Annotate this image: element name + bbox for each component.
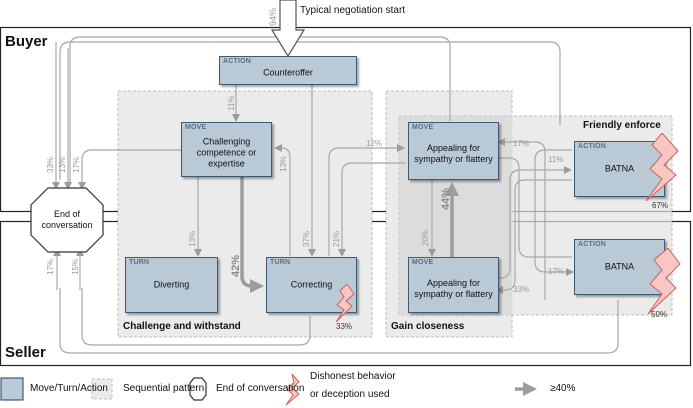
legend-box-swatch <box>0 377 24 401</box>
node-appealing-buyer[interactable]: MOVE Appealing for sympathy or flattery <box>408 122 499 180</box>
edge-appealing-to-batna-buyer <box>498 166 572 279</box>
pattern-enforce-label: Friendly enforce <box>583 120 661 131</box>
pct-appealing-to-batna-buyer: 11% <box>548 155 564 164</box>
pct-correcting-to-challenging: 13% <box>279 155 288 172</box>
edge-to-appealing-buyer-12 <box>328 144 405 256</box>
node-label: Correcting <box>290 279 333 290</box>
legend-pattern-swatch <box>91 378 113 400</box>
legend-end-swatch <box>189 377 207 401</box>
edge-to-batna-seller <box>534 149 574 276</box>
dishonest-lightning-icon <box>647 248 681 314</box>
pct-seller-to-end-17: 17% <box>46 258 55 275</box>
legend-end-label: End of conversation <box>216 383 305 394</box>
legend-box-label: Move/Turn/Action <box>30 383 108 394</box>
pct-to-end-33: 33% <box>46 156 55 173</box>
edge-batna-to-appealing-buyer <box>497 138 546 300</box>
legend-lightning-icon <box>285 373 300 406</box>
batna-buyer-dishonest-pct: 67% <box>652 201 669 210</box>
node-challenging[interactable]: MOVE Challenging competence or expertise <box>181 122 272 177</box>
pct-appealing-to-correcting: 21% <box>332 230 341 247</box>
edge-batna-to-end-loop <box>59 41 561 180</box>
node-label: BATNA <box>604 261 635 272</box>
dishonest-lightning-icon <box>645 133 679 201</box>
pct-appealing-buyer-to-seller: 20% <box>421 229 430 246</box>
pct-counteroffer-to-challenging: 11% <box>227 95 236 111</box>
edge-appealing-to-end-loop <box>69 36 451 185</box>
node-label: BATNA <box>604 163 635 174</box>
node-label: Challenging competence or expertise <box>196 136 257 169</box>
start-arrow <box>270 0 306 58</box>
end-node-label: End of conversation <box>41 209 93 230</box>
pattern-closeness-label: Gain closeness <box>391 321 465 332</box>
batna-seller-dishonest-pct: 50% <box>651 310 668 319</box>
edge-appealing-to-batna-seller-loop <box>497 157 572 258</box>
node-counteroffer[interactable]: ACTION Counteroffer <box>219 56 357 85</box>
pct-to-batna-seller: 17% <box>548 267 565 276</box>
start-pct: 94% <box>268 7 278 26</box>
node-label: Appealing for sympathy or flattery <box>414 142 493 164</box>
pct-challenging-to-correcting: 42% <box>230 254 242 277</box>
node-kind: ACTION <box>223 58 252 65</box>
pct-challenging-to-diverting: 13% <box>188 230 197 247</box>
edge-correcting-to-challenging <box>274 144 291 256</box>
node-kind: TURN <box>129 259 150 266</box>
correcting-dishonest-pct: 33% <box>336 322 353 331</box>
node-kind: TURN <box>270 259 291 266</box>
node-appealing-seller[interactable]: MOVE Appealing for sympathy or flattery <box>408 257 499 313</box>
pct-counteroffer-to-correcting: 37% <box>302 230 311 247</box>
node-diverting[interactable]: TURN Diverting <box>125 257 218 313</box>
legend-pattern-label: Sequential pattern <box>123 383 205 394</box>
edge-seller-end-loop <box>59 288 619 354</box>
node-kind: MOVE <box>412 259 434 266</box>
edge-challenging-to-correcting <box>240 176 264 293</box>
edge-appealing-to-correcting <box>338 162 406 257</box>
node-label: Appealing for sympathy or flattery <box>414 278 493 300</box>
edge-challenging-to-end <box>78 149 181 190</box>
node-kind: MOVE <box>412 124 434 131</box>
pct-batna-to-appealing-buyer: 17% <box>513 139 530 148</box>
legend-strong-label: ≥40% <box>550 383 576 394</box>
legend-dishonest-label-2: or deception used <box>310 389 390 400</box>
buyer-lane-title: Buyer <box>5 33 48 50</box>
edge-to-appealing-seller <box>495 179 572 294</box>
pct-to-end-13: 13% <box>58 156 67 173</box>
start-label: Typical negotiation start <box>300 5 406 16</box>
node-label: Diverting <box>153 279 190 290</box>
legend-dishonest-label-1: Dishonest behavior <box>310 371 396 382</box>
pct-to-appealing-seller: 33% <box>513 285 530 294</box>
node-kind: ACTION <box>578 241 607 248</box>
pct-to-appealing-buyer: 12% <box>366 139 383 148</box>
node-kind: ACTION <box>578 143 607 150</box>
node-label: Counteroffer <box>263 67 313 78</box>
dishonest-lightning-icon <box>335 284 355 322</box>
node-batna-seller[interactable]: ACTION BATNA <box>574 239 665 295</box>
pct-appealing-seller-to-buyer: 44% <box>440 187 452 210</box>
pct-seller-to-end-15: 15% <box>71 258 80 275</box>
pct-challenging-to-end: 17% <box>72 156 81 173</box>
node-kind: MOVE <box>185 124 207 131</box>
pattern-challenge-label: Challenge and withstand <box>123 321 241 332</box>
seller-lane-title: Seller <box>5 344 46 361</box>
edge-correcting-end-loop <box>81 288 311 346</box>
end-of-conversation-node[interactable] <box>30 187 104 253</box>
